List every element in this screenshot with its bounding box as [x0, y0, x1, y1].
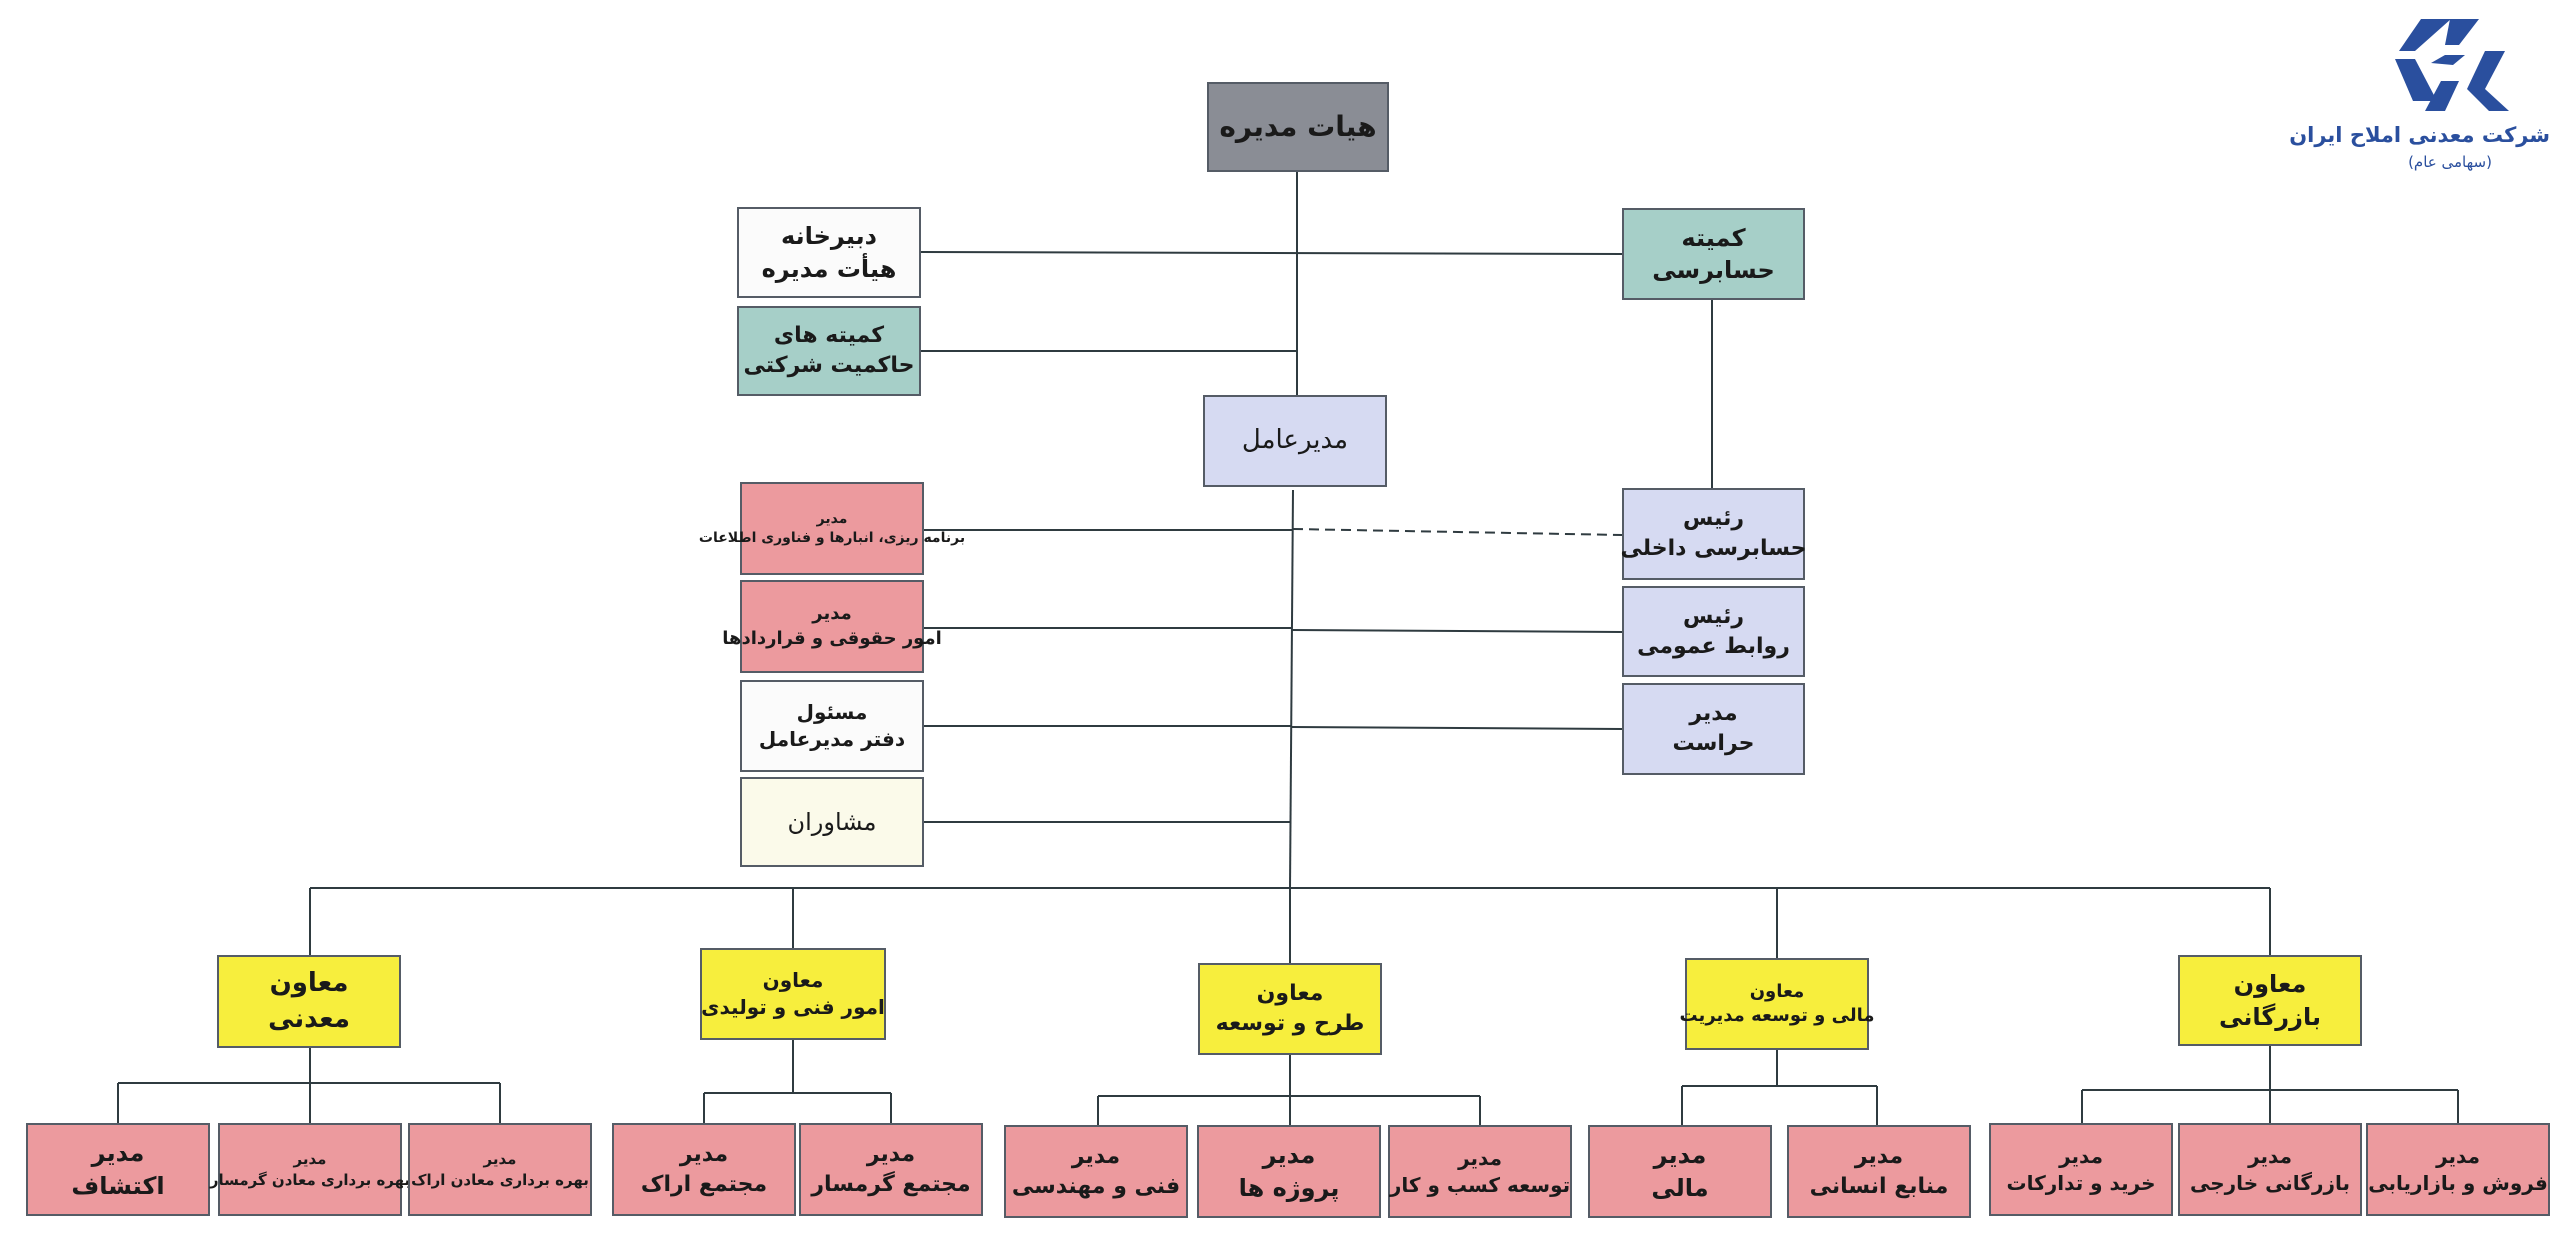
- manager-engineering-box: مدیر فنی و مهندسی: [1004, 1125, 1188, 1218]
- internal-audit-box: رئیس حسابرسی داخلی: [1620, 488, 1807, 580]
- deputy-finance-line1: معاون: [1749, 980, 1805, 1002]
- deputy-technical-line2: امور فنی و تولیدی: [701, 995, 885, 1019]
- security-line1: مدیر: [1689, 701, 1738, 727]
- legal-manager-box: مدیر امور حقوقی و قراردادها: [722, 580, 942, 673]
- manager-garmsar-complex-box: مدیر مجتمع گرمسار: [799, 1123, 983, 1216]
- manager-hr-box: مدیر منابع انسانی: [1787, 1125, 1971, 1218]
- it-manager-line1: مدیر: [816, 510, 848, 527]
- deputy-technical-line1: معاون: [762, 968, 824, 992]
- deputy-development-line2: طرح و توسعه: [1215, 1011, 1365, 1036]
- governance-line2: حاکمیت شرکتی: [743, 353, 915, 378]
- audit-committee-line2: حسابرسی: [1652, 256, 1775, 284]
- manager-projects-box: مدیر پروژه ها: [1197, 1125, 1381, 1218]
- board-secretariat-line2: هیأت مدیره: [761, 254, 897, 283]
- manager-foreign-trade-box: مدیر بازرگانی خارجی: [2178, 1123, 2362, 1216]
- advisors-box: مشاوران: [740, 777, 924, 867]
- ceo-box: مدیرعامل: [1203, 395, 1387, 487]
- manager-arak-mines-line1: مدیر: [483, 1150, 517, 1169]
- manager-arak-complex-line2: مجتمع اراک: [640, 1171, 768, 1197]
- security-line2: حراست: [1672, 731, 1755, 756]
- manager-arak-mines-line2: بهره برداری معادن اراک: [411, 1170, 589, 1189]
- manager-business-dev-line1: مدیر: [1458, 1145, 1502, 1170]
- deputy-mining-line2: معدنی: [268, 1003, 350, 1034]
- it-manager-box: مدیر برنامه ریزی، انبارها و فناوری اطلاع…: [699, 482, 965, 575]
- manager-exploration-box: مدیر اکتشاف: [26, 1123, 210, 1216]
- manager-garmsar-complex-line1: مدیر: [866, 1141, 916, 1167]
- deputy-mining-line1: معاون: [269, 968, 349, 999]
- manager-finance-line1: مدیر: [1653, 1141, 1707, 1170]
- manager-exploration-line2: اکتشاف: [71, 1171, 165, 1200]
- deputy-development-box: معاون طرح و توسعه: [1198, 963, 1382, 1055]
- manager-garmsar-complex-line2: مجتمع گرمسار: [811, 1171, 971, 1197]
- deputy-finance-box: معاون مالی و توسعه مدیریت: [1680, 958, 1875, 1050]
- ceo-label: مدیرعامل: [1241, 425, 1349, 456]
- public-relations-line1: رئیس: [1683, 603, 1745, 629]
- manager-arak-mines-box: مدیر بهره برداری معادن اراک: [408, 1123, 592, 1216]
- manager-business-dev-line2: توسعه کسب و کار: [1389, 1172, 1571, 1197]
- ceo-office-line2: دفتر مدیرعامل: [758, 727, 906, 751]
- manager-arak-complex-line1: مدیر: [679, 1141, 729, 1167]
- ceo-office-line1: مسئول: [796, 700, 868, 724]
- manager-finance-box: مدیر مالی: [1588, 1125, 1772, 1218]
- legal-manager-line1: مدیر: [812, 603, 852, 625]
- manager-projects-line1: مدیر: [1262, 1141, 1316, 1170]
- deputy-commerce-box: معاون بازرگانی: [2178, 955, 2362, 1046]
- board-secretariat-line1: دبیرخانه: [781, 222, 877, 251]
- company-type: (سهامی عام): [2408, 153, 2492, 171]
- governance-committees-box: کمیته های حاکمیت شرکتی: [737, 306, 921, 396]
- manager-engineering-line2: فنی و مهندسی: [1011, 1173, 1181, 1199]
- deputy-mining-box: معاون معدنی: [217, 955, 401, 1048]
- audit-committee-line1: کمیته: [1681, 223, 1746, 252]
- manager-hr-line1: مدیر: [1854, 1143, 1904, 1169]
- internal-audit-line2: حسابرسی داخلی: [1620, 536, 1807, 561]
- governance-line1: کمیته های: [773, 323, 885, 349]
- manager-foreign-trade-line1: مدیر: [2248, 1143, 2292, 1168]
- manager-arak-complex-box: مدیر مجتمع اراک: [612, 1123, 796, 1216]
- triangle-chain-logo-icon: [2395, 19, 2509, 111]
- manager-procurement-line2: خرید و تدارکات: [2006, 1170, 2156, 1195]
- public-relations-box: رئیس روابط عمومی: [1622, 586, 1805, 677]
- manager-procurement-box: مدیر خرید و تدارکات: [1989, 1123, 2173, 1216]
- manager-sales-line1: مدیر: [2436, 1143, 2480, 1168]
- deputy-finance-line2: مالی و توسعه مدیریت: [1679, 1005, 1875, 1026]
- deputy-development-line1: معاون: [1256, 981, 1324, 1007]
- manager-hr-line2: منابع انسانی: [1809, 1173, 1949, 1199]
- manager-sales-box: مدیر فروش و بازاریابی: [2366, 1123, 2550, 1216]
- manager-garmsar-mines-box: مدیر بهره برداری معادن گرمسار: [210, 1123, 410, 1216]
- manager-procurement-line1: مدیر: [2059, 1143, 2103, 1168]
- security-box: مدیر حراست: [1622, 683, 1805, 775]
- public-relations-line2: روابط عمومی: [1637, 633, 1790, 659]
- board-label: هیات مدیره: [1219, 110, 1377, 144]
- manager-projects-line2: پروژه ها: [1238, 1173, 1340, 1202]
- ceo-office-box: مسئول دفتر مدیرعامل: [740, 680, 924, 772]
- deputy-commerce-line1: معاون: [2233, 970, 2307, 999]
- internal-audit-line1: رئیس: [1683, 506, 1745, 532]
- deputy-technical-box: معاون امور فنی و تولیدی: [700, 948, 886, 1040]
- manager-exploration-line1: مدیر: [91, 1139, 145, 1168]
- board-secretariat-box: دبیرخانه هیأت مدیره: [737, 207, 921, 298]
- deputy-commerce-line2: بازرگانی: [2219, 1002, 2321, 1031]
- company-name: شرکت معدنی املاح ایران: [2289, 123, 2550, 147]
- manager-sales-line2: فروش و بازاریابی: [2368, 1170, 2548, 1195]
- it-manager-line2: برنامه ریزی، انبارها و فناوری اطلاعات: [698, 529, 966, 546]
- advisors-label: مشاوران: [787, 807, 877, 836]
- company-logo: شرکت معدنی املاح ایران (سهامی عام): [2289, 15, 2550, 171]
- manager-finance-line2: مالی: [1651, 1173, 1709, 1202]
- legal-manager-line2: امور حقوقی و قراردادها: [722, 627, 942, 649]
- manager-garmsar-mines-line2: بهره برداری معادن گرمسار: [209, 1170, 411, 1189]
- manager-business-dev-box: مدیر توسعه کسب و کار: [1388, 1125, 1572, 1218]
- audit-committee-box: کمیته حسابرسی: [1622, 208, 1805, 300]
- manager-foreign-trade-line2: بازرگانی خارجی: [2190, 1170, 2350, 1195]
- manager-engineering-line1: مدیر: [1071, 1143, 1121, 1169]
- board-of-directors-box: هیات مدیره: [1207, 82, 1389, 172]
- manager-garmsar-mines-line1: مدیر: [293, 1150, 327, 1169]
